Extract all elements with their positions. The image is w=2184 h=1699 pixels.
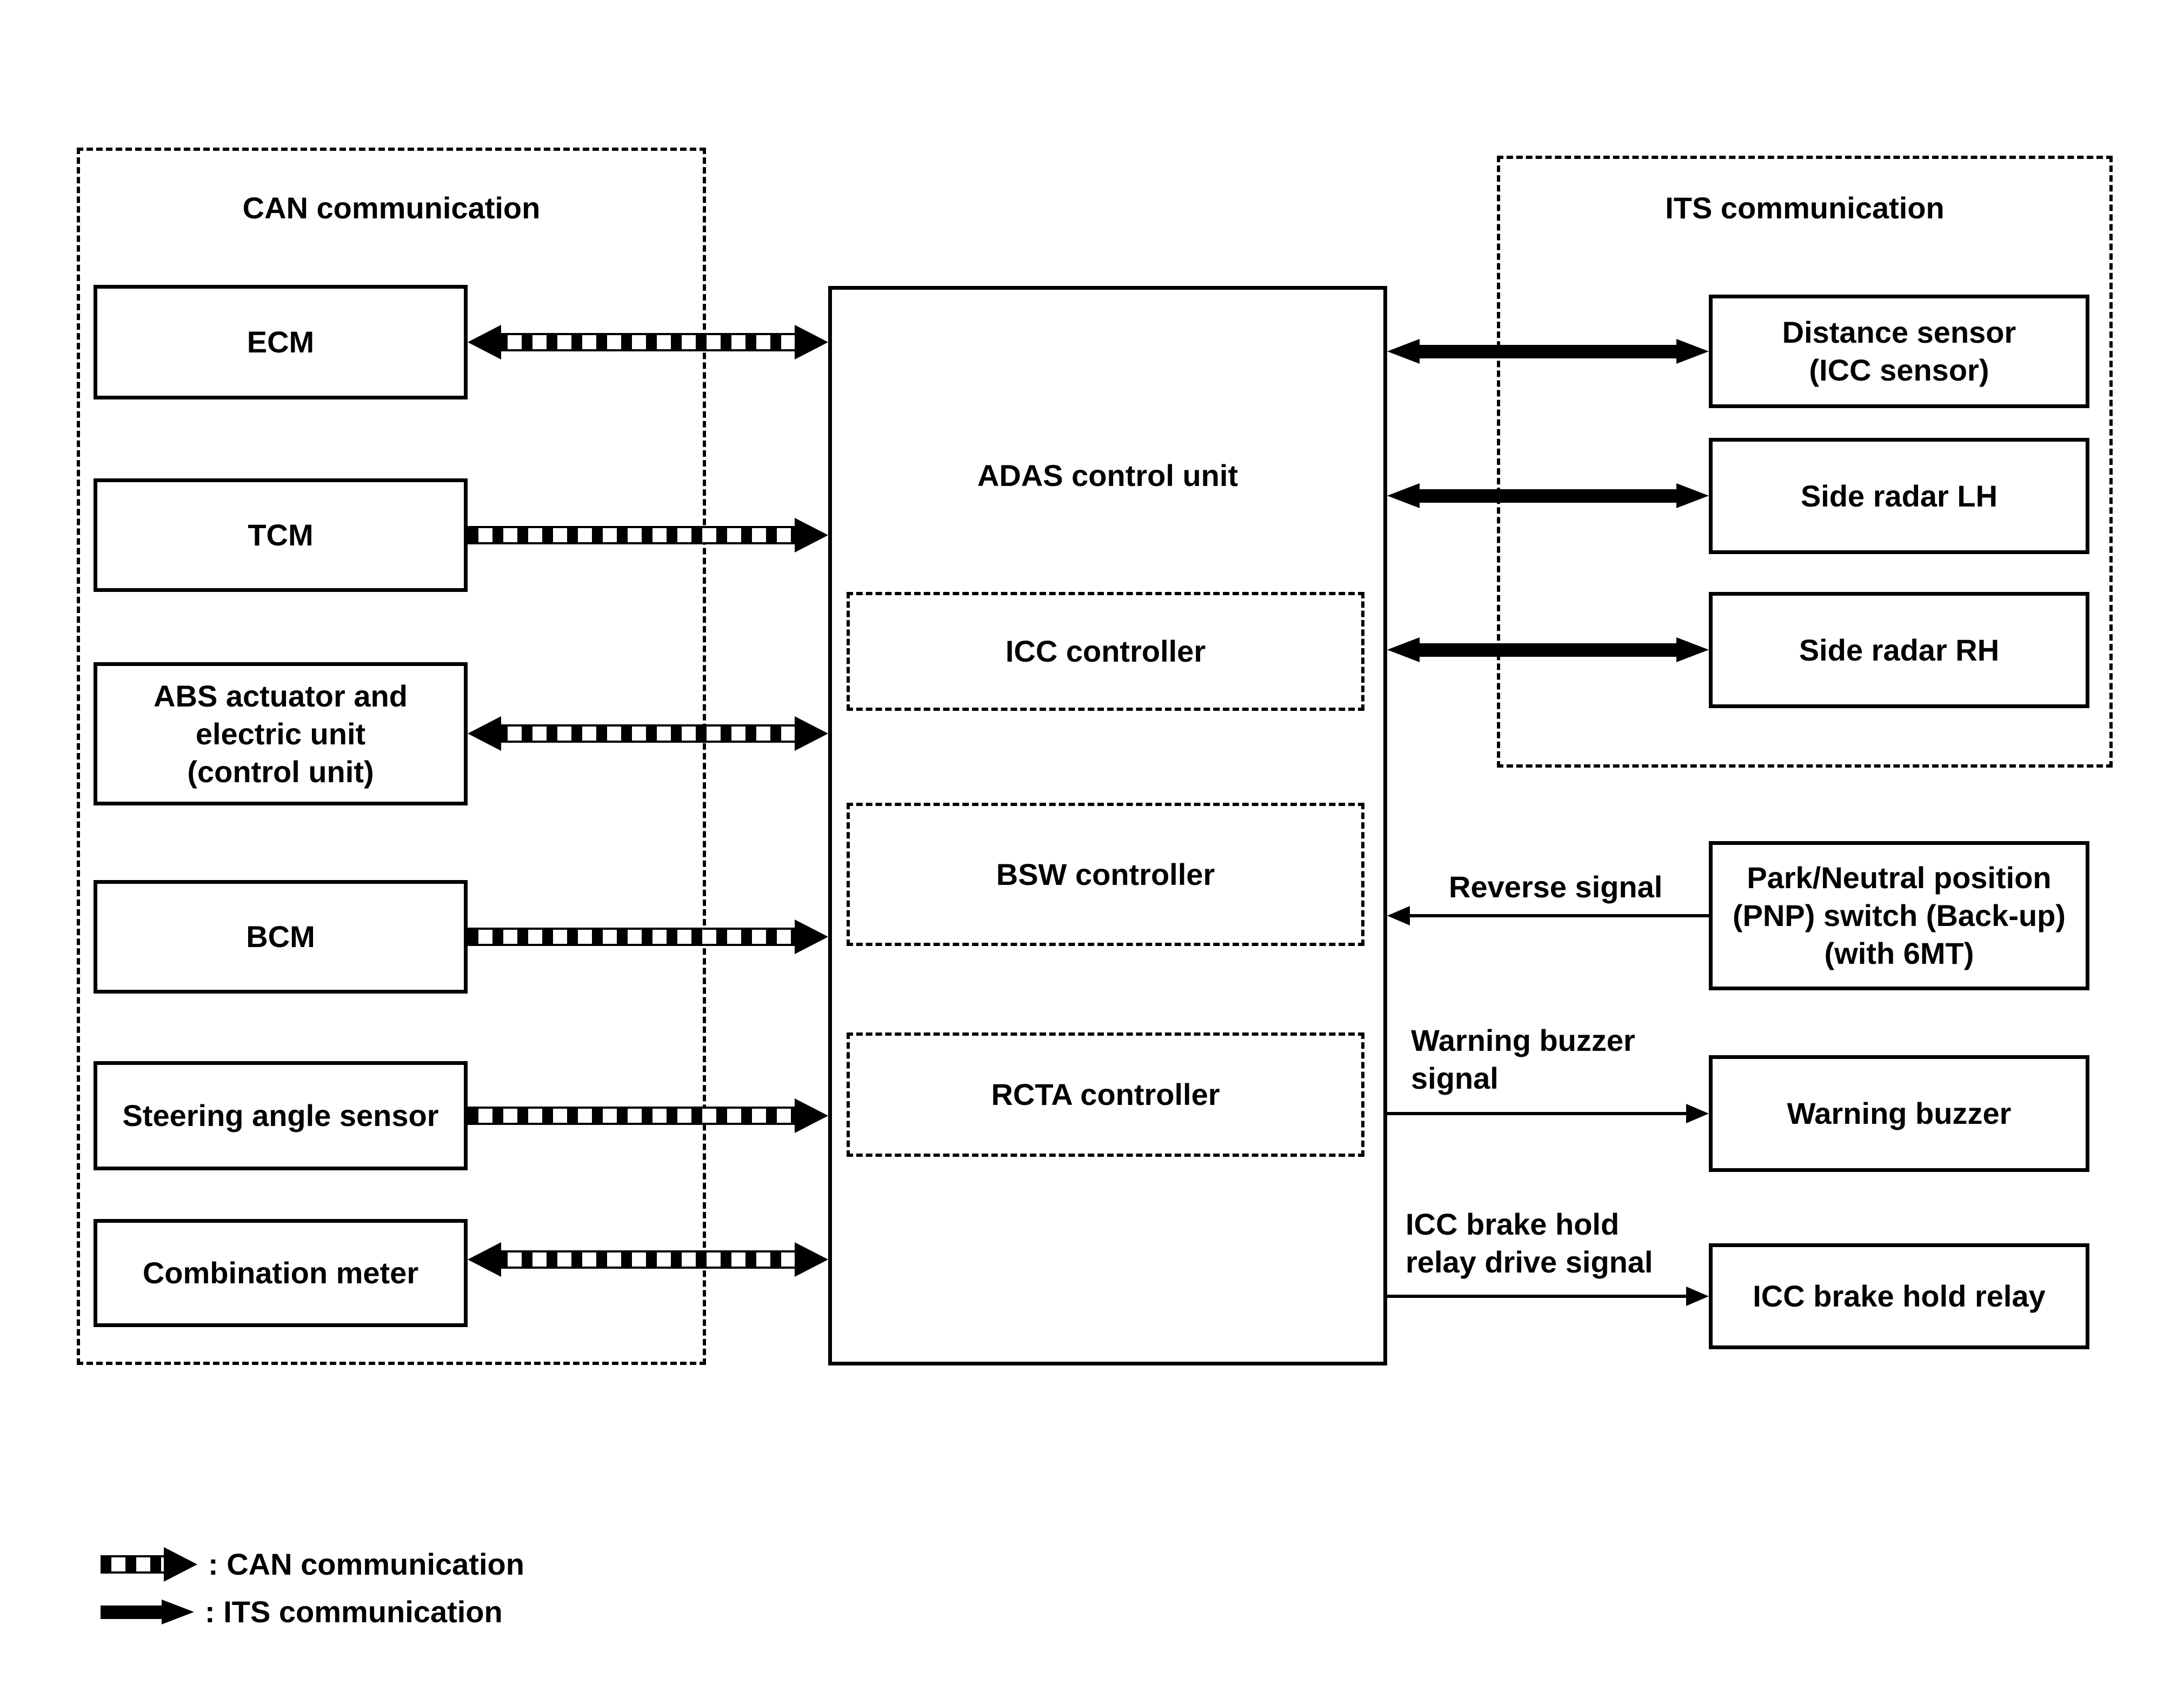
steering-angle-sensor-node: Steering angle sensor (94, 1061, 468, 1170)
side-radar-lh-label: Side radar LH (1800, 478, 1998, 513)
pnp-switch-label-line2: (PNP) switch (Back-up) (1732, 898, 2066, 932)
can-communication-region (77, 148, 706, 1365)
icc-controller-node: ICC controller (847, 592, 1364, 711)
can-arrow-steering-adas (468, 1094, 828, 1137)
can-arrow-abs-adas-bidirectional (468, 712, 828, 755)
combination-meter-label: Combination meter (142, 1256, 419, 1290)
distance-sensor-label-line2: (ICC sensor) (1809, 353, 1989, 387)
icc-brake-hold-relay-node: ICC brake hold relay (1709, 1243, 2089, 1349)
pnp-switch-node: Park/Neutral position (PNP) switch (Back… (1709, 841, 2089, 990)
rcta-controller-node: RCTA controller (847, 1032, 1364, 1157)
distance-sensor-node: Distance sensor (ICC sensor) (1709, 295, 2089, 408)
warning-buzzer-signal-arrow (1387, 1102, 1709, 1125)
pnp-switch-label-line1: Park/Neutral position (1747, 861, 2052, 895)
icc-brake-hold-relay-label: ICC brake hold relay (1753, 1279, 2046, 1313)
legend-can-label: : CAN communication (208, 1547, 524, 1581)
bcm-node: BCM (94, 880, 468, 994)
legend-its-label: : ITS communication (205, 1595, 503, 1629)
arrowhead-right-icon (795, 716, 828, 751)
can-region-label: CAN communication (242, 191, 541, 225)
tcm-label: TCM (248, 518, 314, 552)
icc-brake-hold-relay-drive-signal-label: ICC brake hold relay drive signal (1406, 1207, 1653, 1279)
warning-buzzer-signal-label: Warning buzzer signal (1411, 1023, 1635, 1095)
adas-control-unit-label: ADAS control unit (977, 458, 1239, 492)
can-arrow-tcm-adas (468, 514, 828, 557)
ecm-node: ECM (94, 285, 468, 399)
arrowhead-left-icon (468, 325, 501, 359)
abs-label-line3: (control unit) (187, 754, 374, 789)
tcm-node: TCM (94, 478, 468, 592)
its-arrow-adas-side-radar-lh-bidirectional (1387, 479, 1709, 512)
its-region-label: ITS communication (1665, 191, 1945, 225)
arrowhead-left-icon (468, 716, 501, 751)
arrowhead-right-icon (795, 325, 828, 359)
arrowhead-left-icon (1387, 339, 1420, 364)
bsw-controller-node: BSW controller (847, 803, 1364, 946)
arrowhead-right-icon (795, 518, 828, 552)
legend-its-communication: : ITS communication (101, 1590, 503, 1634)
reverse-signal-label: Reverse signal (1449, 870, 1663, 904)
warning-buzzer-node: Warning buzzer (1709, 1055, 2089, 1172)
warning-buzzer-label: Warning buzzer (1787, 1096, 2012, 1130)
arrowhead-left-icon (468, 1242, 501, 1277)
arrowhead-left-icon (1387, 637, 1420, 662)
can-arrow-bcm-adas (468, 915, 828, 958)
reverse-signal-arrow (1387, 904, 1709, 928)
bsw-controller-label: BSW controller (996, 857, 1215, 891)
abs-label-line1: ABS actuator and (154, 678, 408, 713)
combination-meter-node: Combination meter (94, 1219, 468, 1327)
bcm-label: BCM (246, 920, 315, 954)
can-arrow-ecm-adas-bidirectional (468, 321, 828, 364)
its-arrow-adas-side-radar-rh-bidirectional (1387, 634, 1709, 666)
side-radar-rh-node: Side radar RH (1709, 592, 2089, 708)
legend-can-communication: : CAN communication (101, 1543, 524, 1586)
side-radar-lh-node: Side radar LH (1709, 438, 2089, 554)
arrowhead-right-icon (795, 1098, 828, 1133)
arrowhead-right-icon (1676, 483, 1709, 508)
arrowhead-left-icon (1387, 483, 1420, 508)
abs-label-line2: electric unit (195, 716, 366, 751)
icc-controller-label: ICC controller (1005, 634, 1206, 668)
arrowhead-right-icon (1676, 339, 1709, 364)
steering-angle-sensor-label: Steering angle sensor (122, 1098, 439, 1132)
rcta-controller-label: RCTA controller (991, 1077, 1220, 1111)
arrowhead-right-icon (1686, 1287, 1709, 1306)
can-arrow-legend-icon (101, 1547, 197, 1582)
can-arrow-combination-meter-adas-bidirectional (468, 1238, 828, 1281)
arrowhead-right-icon (1676, 637, 1709, 662)
abs-actuator-node: ABS actuator and electric unit (control … (94, 662, 468, 805)
distance-sensor-label-line1: Distance sensor (1782, 315, 2016, 349)
arrowhead-right-icon (795, 920, 828, 954)
arrowhead-left-icon (1387, 906, 1410, 925)
arrowhead-right-icon (795, 1242, 828, 1277)
its-communication-region (1497, 156, 2113, 768)
arrowhead-right-icon (1686, 1104, 1709, 1123)
side-radar-rh-label: Side radar RH (1799, 632, 2000, 667)
its-arrow-adas-distance-sensor-bidirectional (1387, 335, 1709, 368)
ecm-label: ECM (247, 325, 315, 359)
pnp-switch-label-line3: (with 6MT) (1824, 936, 1974, 970)
its-arrow-legend-icon (101, 1600, 194, 1624)
icc-brake-hold-relay-drive-signal-arrow (1387, 1284, 1709, 1308)
